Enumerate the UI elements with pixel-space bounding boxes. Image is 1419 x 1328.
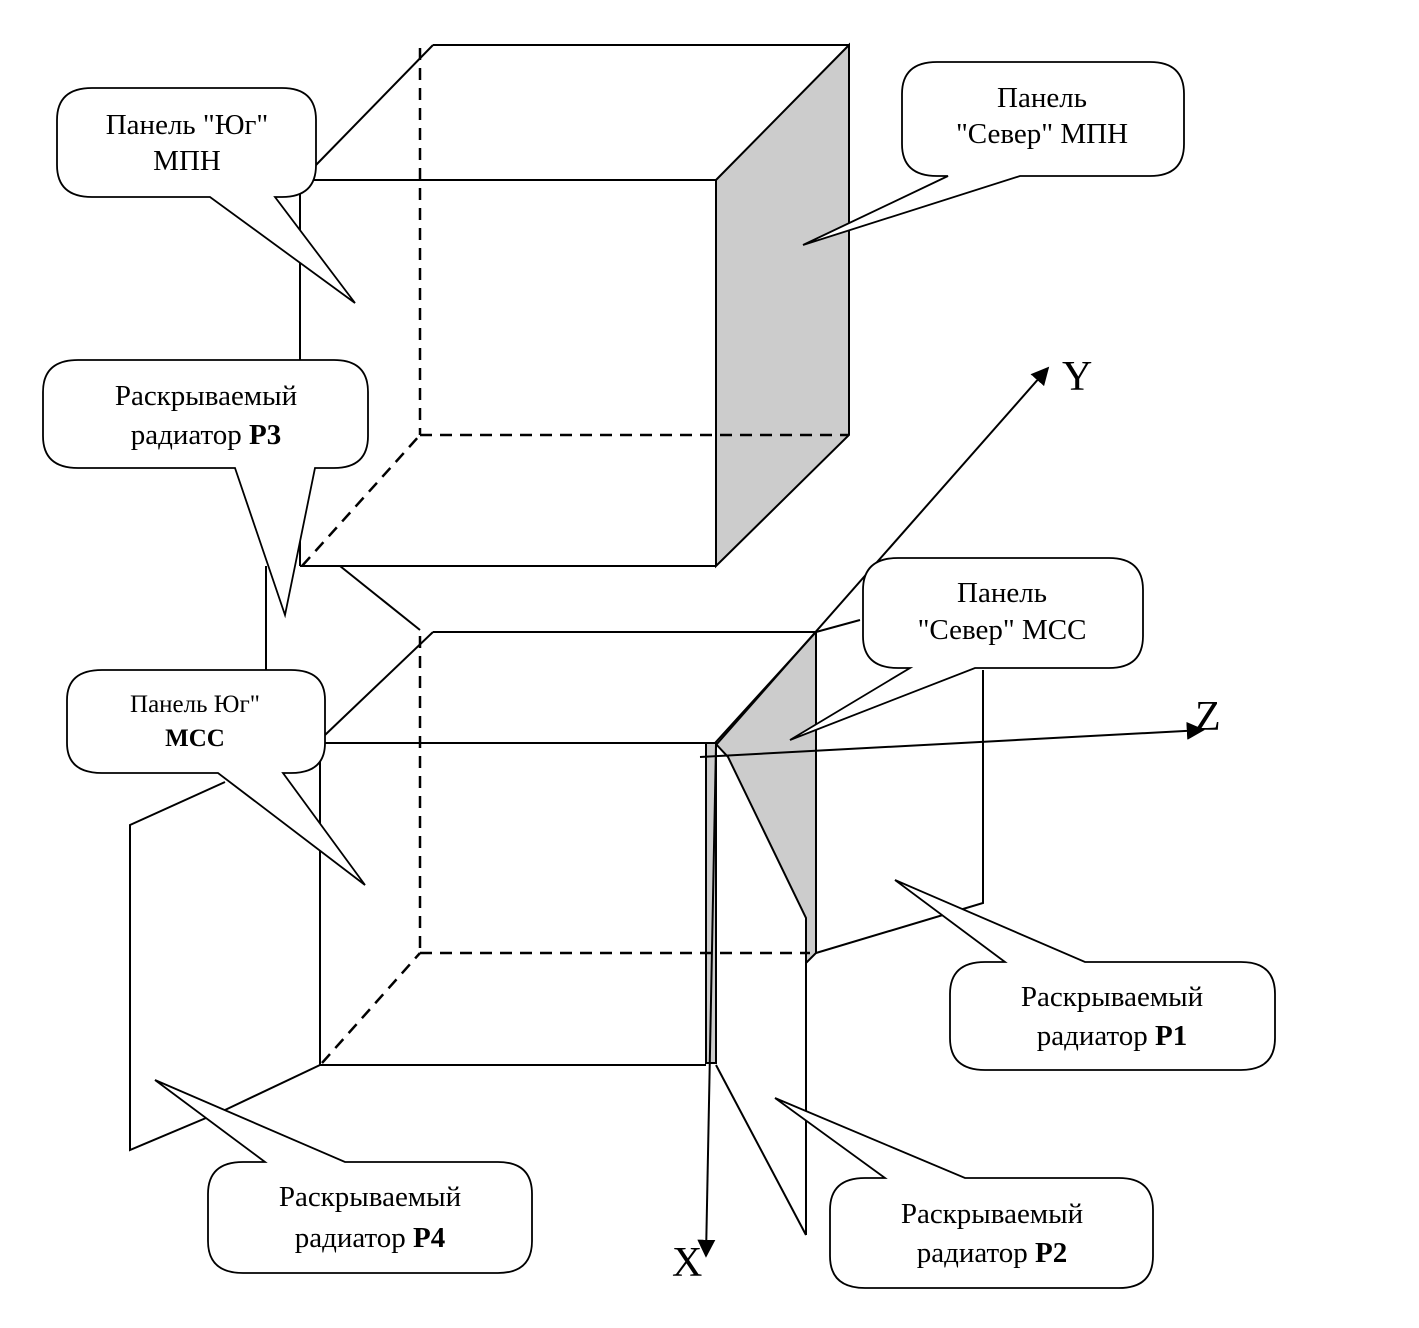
radiator-p3 <box>265 565 421 672</box>
north-panel-mpn <box>715 42 850 569</box>
svg-text:Панель: Панель <box>957 577 1047 609</box>
svg-text:радиатор Р2: радиатор Р2 <box>917 1237 1068 1269</box>
radiator-p2 <box>715 918 807 1236</box>
axes: Y Z X <box>672 354 1221 1286</box>
z-axis-label: Z <box>1195 694 1221 740</box>
callout-north-panel-mpn: Панель "Север" МПН <box>802 61 1185 246</box>
callout-radiator-p2: Раскрываемый радиатор Р2 <box>774 1097 1154 1289</box>
svg-text:МСС: МСС <box>165 725 225 752</box>
svg-text:Раскрываемый: Раскрываемый <box>115 380 297 412</box>
callout-south-panel-mcc: Панель Юг" МСС <box>66 669 366 886</box>
svg-text:Раскрываемый: Раскрываемый <box>901 1198 1083 1230</box>
svg-text:радиатор Р3: радиатор Р3 <box>131 419 282 451</box>
x-axis-label: X <box>672 1240 702 1286</box>
callout-radiator-p4: Раскрываемый радиатор Р4 <box>154 1079 533 1274</box>
svg-text:Панель Юг": Панель Юг" <box>130 691 260 718</box>
north-panel-mcc <box>713 629 817 966</box>
callout-south-panel-mpn: Панель "Юг" МПН <box>56 87 356 304</box>
callout-radiator-p1: Раскрываемый радиатор Р1 <box>894 879 1276 1071</box>
svg-text:МПН: МПН <box>153 145 221 177</box>
lower-module-mcc <box>319 619 861 1066</box>
svg-text:Панель "Юг": Панель "Юг" <box>106 109 269 141</box>
callout-north-panel-mcc: Панель "Север" МСС <box>789 557 1144 741</box>
south-edge-strip <box>705 742 717 1064</box>
z-axis <box>699 721 1205 758</box>
y-axis <box>715 366 1050 746</box>
svg-text:Панель: Панель <box>997 82 1087 114</box>
radiator-p4 <box>129 781 321 1152</box>
upper-module-mpn <box>299 42 850 569</box>
svg-text:радиатор Р4: радиатор Р4 <box>295 1222 446 1254</box>
svg-text:радиатор Р1: радиатор Р1 <box>1037 1020 1188 1052</box>
y-axis-label: Y <box>1062 354 1092 400</box>
svg-text:"Север" МСС: "Север" МСС <box>918 614 1087 646</box>
svg-text:Раскрываемый: Раскрываемый <box>279 1181 461 1213</box>
callout-radiator-p3: Раскрываемый радиатор Р3 <box>42 359 369 619</box>
svg-text:Раскрываемый: Раскрываемый <box>1021 981 1203 1013</box>
svg-text:"Север" МПН: "Север" МПН <box>956 118 1128 150</box>
x-axis <box>697 744 717 1258</box>
radiator-p1 <box>815 670 984 954</box>
